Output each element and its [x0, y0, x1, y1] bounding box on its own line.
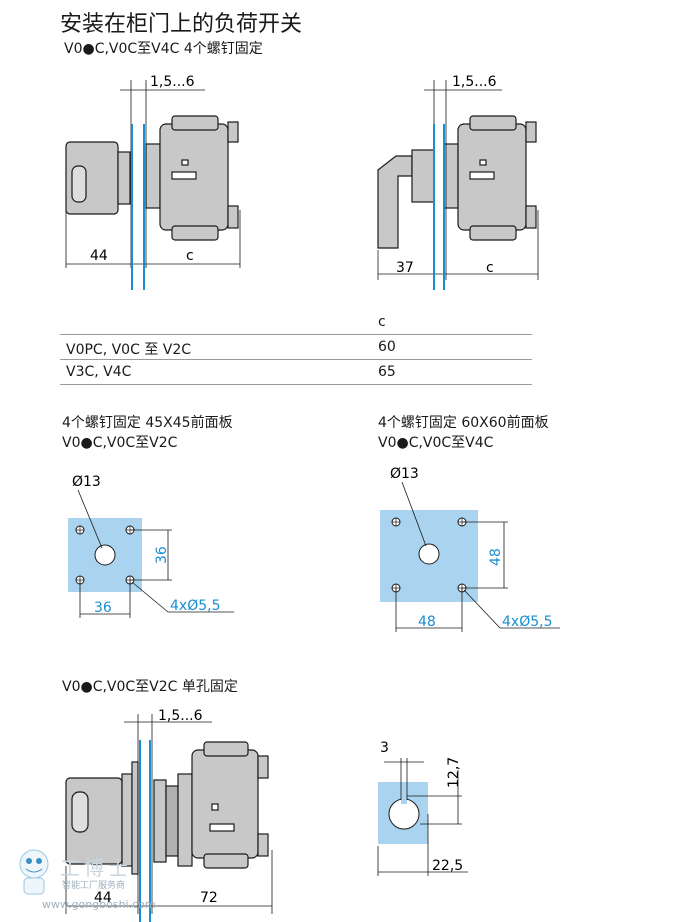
dim-72: 72 — [200, 890, 218, 906]
dim-gap-left: 1,5...6 — [150, 74, 195, 90]
left-screw-label: 4xØ5,5 — [170, 598, 220, 614]
right-plate-caption2: V0●C,V0C至V4C — [378, 435, 494, 451]
single-hole-cutout — [377, 758, 468, 876]
plate-drawings: Ø13 36 36 4xØ5,5 Ø13 48 48 4xØ5,5 — [68, 466, 560, 632]
switch-drawing-right — [377, 80, 539, 280]
dim-c-left: c — [186, 248, 194, 264]
right-hole-label: Ø13 — [390, 466, 419, 482]
dim-22-5: 22,5 — [432, 858, 463, 874]
left-hole-label: Ø13 — [72, 474, 101, 490]
table-header-row: c — [60, 310, 532, 335]
left-plate-caption2: V0●C,V0C至V2C — [62, 435, 178, 451]
right-size-w: 48 — [418, 614, 436, 630]
left-size-w: 36 — [94, 600, 112, 616]
plate-45 — [68, 489, 234, 618]
switch-drawing-single-hole — [65, 714, 273, 914]
dim-12-7: 12,7 — [446, 757, 462, 788]
dim-44-bottom: 44 — [94, 890, 112, 906]
dim-3: 3 — [380, 740, 389, 756]
dim-37: 37 — [396, 260, 414, 276]
dim-c-right: c — [486, 260, 494, 276]
section3-subtitle: V0●C,V0C至V2C 单孔固定 — [62, 679, 238, 695]
right-plate-caption1: 4个螺钉固定 60X60前面板 — [378, 415, 549, 431]
section1-subtitle: V0●C,V0C至V4C 4个螺钉固定 — [64, 41, 263, 57]
left-plate-caption1: 4个螺钉固定 45X45前面板 — [62, 415, 233, 431]
table-header-c: c — [378, 314, 386, 330]
dim-gap-right: 1,5...6 — [452, 74, 497, 90]
left-size-h: 36 — [154, 546, 170, 564]
dim-gap-bottom: 1,5...6 — [158, 708, 203, 724]
table-row: V0PC, V0C 至 V2C 60 — [60, 335, 532, 360]
watermark-logo: 工博士 智能工厂服务商 www.gongboshi.com — [6, 838, 156, 922]
dim-44-left: 44 — [90, 248, 108, 264]
top-drawings: 1,5...6 44 c 1,5...6 37 c — [65, 74, 539, 290]
right-screw-label: 4xØ5,5 — [502, 614, 552, 630]
table-row: V3C, V4C 65 — [60, 360, 532, 385]
dimension-table: c V0PC, V0C 至 V2C 60 V3C, V4C 65 — [60, 310, 532, 385]
right-size-h: 48 — [488, 548, 504, 566]
page-title: 安装在柜门上的负荷开关 — [60, 12, 303, 37]
bottom-drawings: 1,5...6 44 72 3 12,7 22,5 — [65, 708, 468, 922]
switch-drawing-left — [65, 80, 241, 268]
plate-60 — [380, 481, 560, 632]
